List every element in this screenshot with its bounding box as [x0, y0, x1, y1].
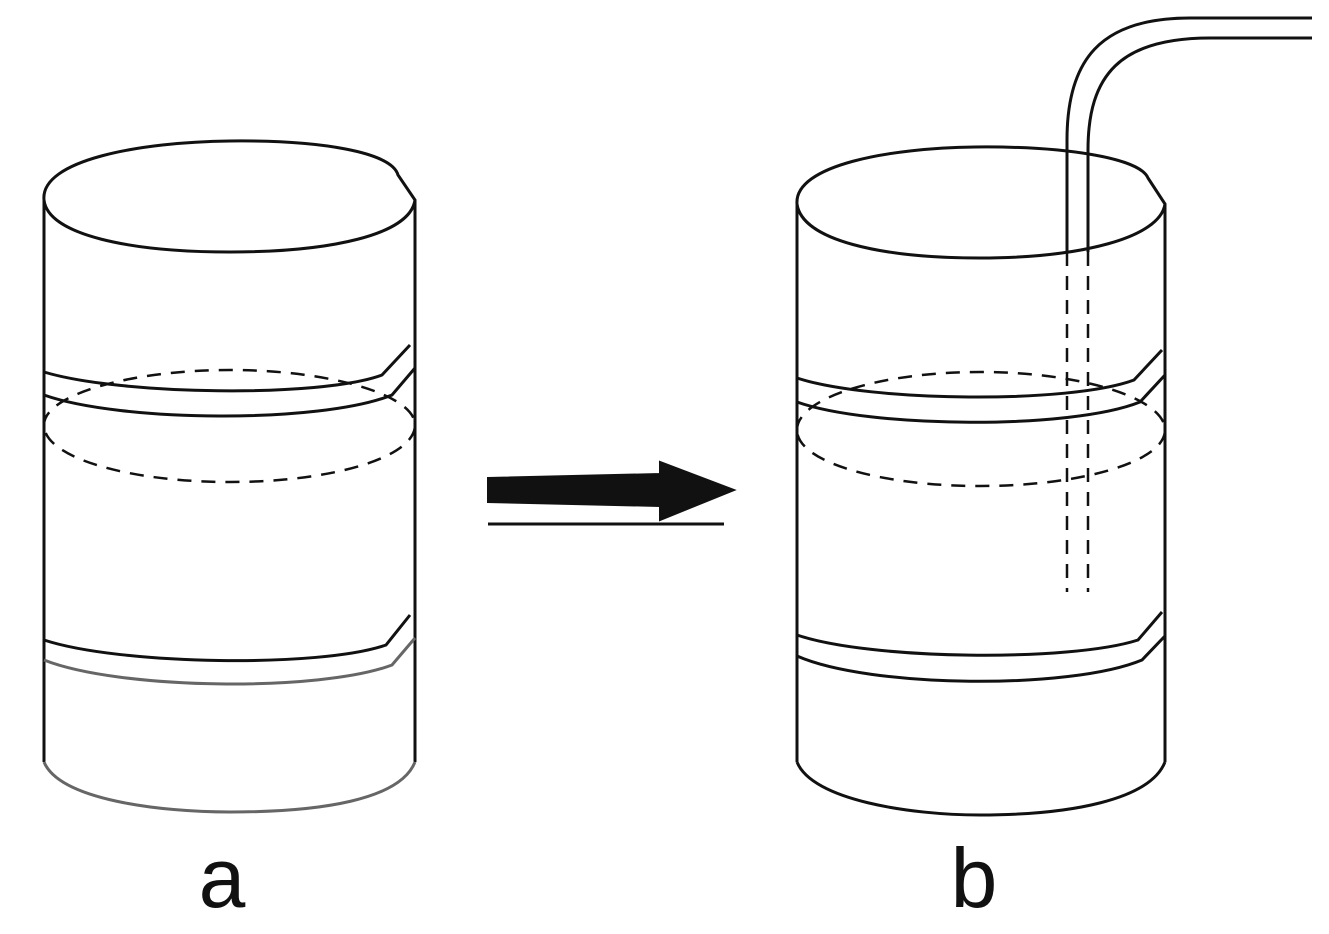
- cylinder-a-upper-band-top: [43, 343, 412, 393]
- panel-label-a: a: [198, 831, 246, 925]
- cylinder-b-lower-band-top: [796, 611, 1164, 657]
- cylinder-a-bottom-rim: [42, 761, 417, 814]
- cylinder-a: [42, 139, 417, 814]
- cylinder-a-lower-band-bottom: [43, 637, 417, 686]
- cylinder-a-upper-band-bottom: [43, 367, 417, 418]
- cylinder-b-bottom-rim: [795, 761, 1167, 817]
- inlet-tube: [1065, 16, 1312, 592]
- cylinder-b-upper-band-bottom: [796, 373, 1167, 424]
- arrow-shaft-head: [487, 460, 737, 522]
- panel-label-b: b: [950, 831, 998, 925]
- cylinder-b-top-rim: [795, 145, 1167, 260]
- tube-inner-line: [1086, 36, 1312, 252]
- cylinder-a-dashed-ring: [42, 368, 417, 484]
- cylinder-b-lower-band-bottom: [796, 634, 1167, 683]
- cylinder-a-lower-band-top: [43, 614, 412, 663]
- tube-outer-line: [1065, 16, 1312, 252]
- cylinder-b-dashed-ring: [795, 370, 1167, 488]
- cylinder-b-upper-band-top: [796, 348, 1164, 399]
- cylinder-a-top-rim: [42, 139, 417, 254]
- reaction-arrow: [487, 460, 737, 526]
- cylinder-b: [795, 145, 1167, 817]
